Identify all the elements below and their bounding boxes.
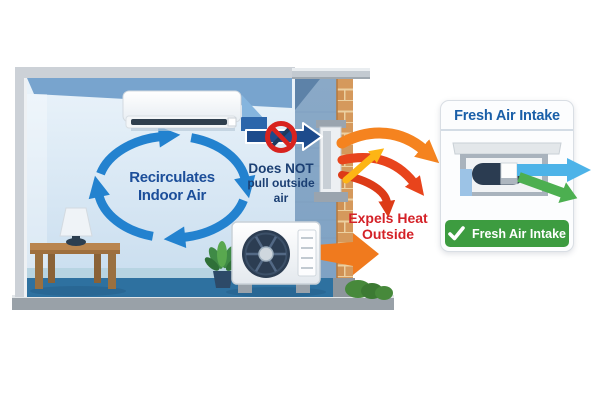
indoor-ac-unit	[122, 90, 267, 131]
intake-blue-arrow-icon	[517, 158, 591, 182]
expels-line1: Expels Heat	[348, 210, 428, 226]
card-title: Fresh Air Intake	[454, 108, 560, 124]
check-icon	[448, 226, 465, 241]
recirculates-line1: Recirculates	[129, 169, 215, 186]
does-not-pull-outside-air-label: Does NOT pull outside air	[240, 161, 322, 206]
potted-plant	[204, 241, 241, 288]
table-lamp	[59, 207, 93, 246]
does-not-line2: pull outside	[247, 176, 315, 190]
recirculates-indoor-air-label: Recirculates Indoor Air	[97, 169, 247, 205]
recirculation-loop-icon	[88, 126, 256, 248]
ac-vent-slot	[131, 119, 227, 125]
expels-heat-outside-label: Expels Heat Outside	[344, 210, 432, 242]
badge-label: Fresh Air Intake	[471, 226, 566, 241]
recirculates-line2: Indoor Air	[137, 187, 207, 204]
expels-line2: Outside	[361, 226, 415, 242]
floor-back-edge	[27, 268, 295, 278]
intake-air-arrow-icons	[517, 158, 591, 203]
fresh-air-intake-badge: Fresh Air Intake	[445, 220, 569, 247]
fresh-air-intake-card: Fresh Air Intake Fresh Air Intake	[440, 100, 591, 252]
does-not-line3: air	[273, 191, 289, 205]
condenser-unit	[231, 221, 379, 293]
vent-frame	[452, 142, 562, 196]
bushes	[345, 280, 393, 300]
no-entry-icon	[265, 121, 297, 153]
heat-arrows-icon	[336, 127, 440, 218]
condenser-heat-arrow-icon	[316, 233, 379, 275]
fresh-air-vent-illustration	[452, 142, 591, 203]
does-not-line1: Does NOT	[248, 161, 314, 176]
intake-green-arrow-icon	[517, 172, 578, 203]
card-divider	[441, 129, 573, 131]
wall-top-cap	[292, 68, 370, 79]
table	[30, 243, 120, 289]
